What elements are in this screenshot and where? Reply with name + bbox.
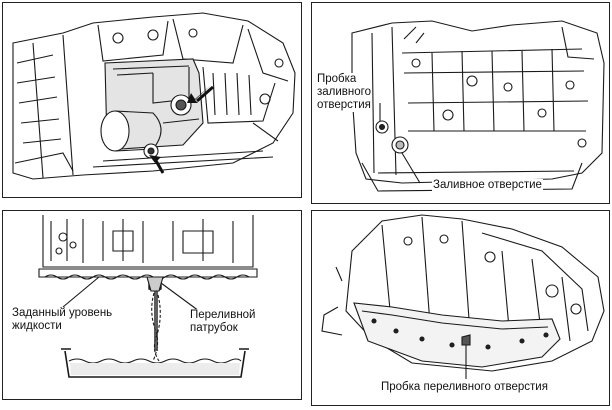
panel-top-right: Пробка заливного отверстия Заливное отве… — [311, 2, 610, 204]
transmission-fill-drawing — [351, 20, 605, 192]
panel-top-left — [2, 2, 302, 198]
transmission-side-drawing — [12, 12, 296, 180]
fluid-level-diagram — [38, 215, 258, 378]
panel-bottom-right: Пробка переливного отверстия — [311, 210, 610, 406]
label-overflow-tube: Переливной патрубок — [189, 309, 257, 335]
label-fluid-level: Заданный уровень жидкости — [11, 307, 114, 333]
panel-bottom-left: Заданный уровень жидкости Переливной пат… — [2, 210, 302, 400]
label-fill-plug: Пробка заливного отверстия — [316, 73, 372, 112]
label-fill-hole: Заливное отверстие — [432, 179, 543, 192]
label-overflow-plug: Пробка переливного отверстия — [380, 381, 549, 394]
transmission-bottom-drawing — [321, 214, 605, 379]
